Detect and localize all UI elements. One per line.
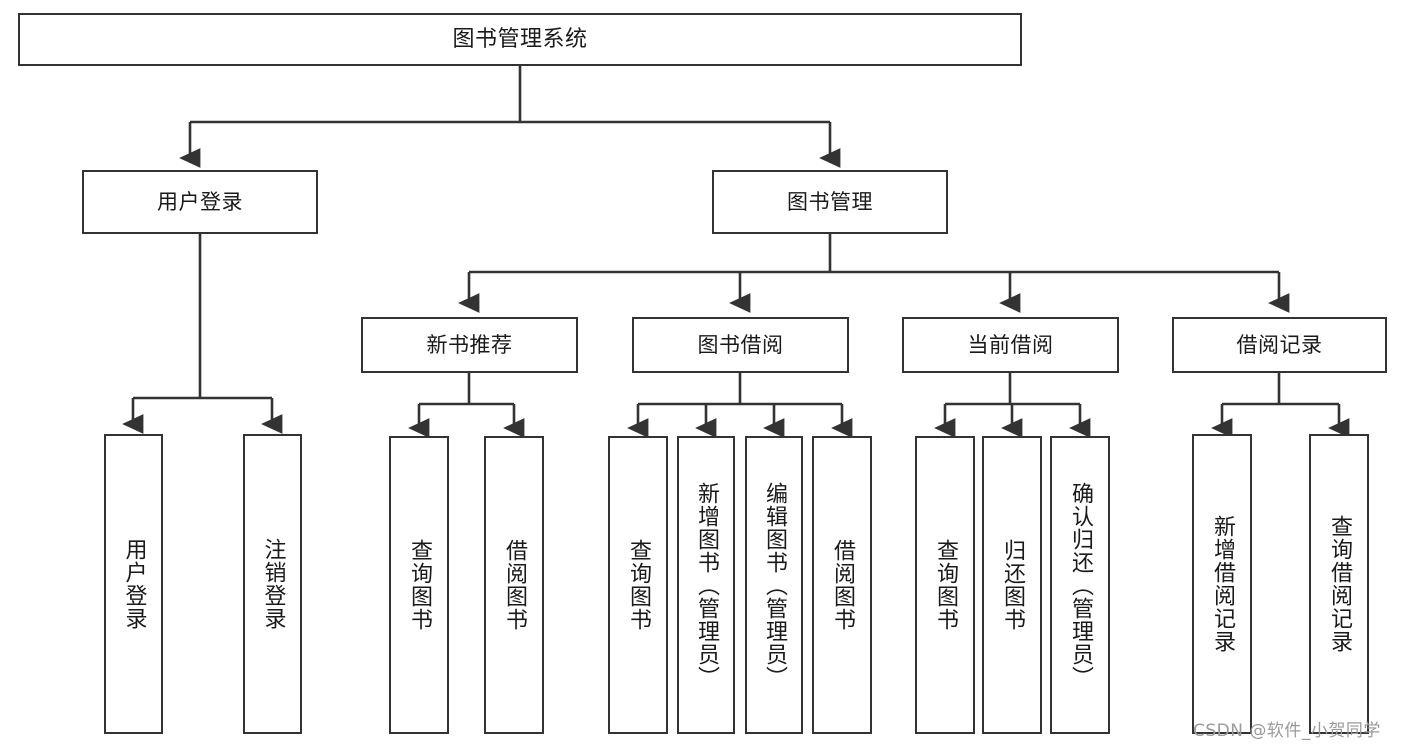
node-leaf-logout[interactable]: 注销登录 — [243, 434, 302, 734]
node-leaf-query-book-3-label: 查询图书 — [932, 539, 958, 631]
csdn-watermark: CSDN @软件_小贺同学 — [1193, 721, 1381, 741]
node-leaf-user-login-label: 用户登录 — [121, 538, 147, 630]
node-leaf-borrow-book-1[interactable]: 借阅图书 — [484, 436, 544, 734]
node-leaf-user-login[interactable]: 用户登录 — [104, 434, 163, 734]
node-book-manage-label: 图书管理 — [787, 189, 873, 214]
node-leaf-borrow-book-1-label: 借阅图书 — [501, 539, 527, 631]
node-leaf-query-book-1-label: 查询图书 — [406, 539, 432, 631]
node-user-login[interactable]: 用户登录 — [82, 170, 318, 234]
node-leaf-query-book-2-label: 查询图书 — [625, 539, 651, 631]
node-leaf-edit-book[interactable]: 编辑图书（管理员） — [745, 436, 803, 734]
node-borrow-record-label: 借阅记录 — [1236, 332, 1323, 357]
node-leaf-add-book[interactable]: 新增图书（管理员） — [677, 436, 735, 734]
node-current-borrow-label: 当前借阅 — [967, 332, 1054, 357]
node-leaf-return-book-label: 归还图书 — [999, 539, 1025, 631]
node-leaf-confirm-return[interactable]: 确认归还（管理员） — [1050, 436, 1110, 734]
node-current-borrow[interactable]: 当前借阅 — [902, 317, 1119, 373]
node-leaf-query-record-label: 查询借阅记录 — [1326, 515, 1352, 653]
node-leaf-query-book-1[interactable]: 查询图书 — [389, 436, 449, 734]
node-leaf-add-book-label: 新增图书（管理员） — [693, 481, 719, 689]
node-leaf-borrow-book-2-label: 借阅图书 — [829, 539, 855, 631]
node-leaf-borrow-book-2[interactable]: 借阅图书 — [812, 436, 872, 734]
node-leaf-query-book-2[interactable]: 查询图书 — [608, 436, 668, 734]
node-leaf-confirm-return-label: 确认归还（管理员） — [1067, 481, 1093, 689]
node-leaf-add-record[interactable]: 新增借阅记录 — [1192, 434, 1252, 734]
node-book-borrow-label: 图书借阅 — [697, 332, 784, 357]
node-new-book-recommend-label: 新书推荐 — [426, 332, 513, 357]
node-new-book-recommend[interactable]: 新书推荐 — [361, 317, 578, 373]
node-leaf-logout-label: 注销登录 — [260, 538, 286, 630]
node-root[interactable]: 图书管理系统 — [18, 13, 1022, 66]
node-root-label: 图书管理系统 — [452, 26, 588, 52]
node-leaf-query-record[interactable]: 查询借阅记录 — [1309, 434, 1369, 734]
node-book-borrow[interactable]: 图书借阅 — [632, 317, 849, 373]
node-leaf-add-record-label: 新增借阅记录 — [1209, 515, 1235, 653]
node-user-login-label: 用户登录 — [157, 189, 243, 214]
node-leaf-return-book[interactable]: 归还图书 — [982, 436, 1042, 734]
node-leaf-edit-book-label: 编辑图书（管理员） — [761, 481, 787, 689]
node-borrow-record[interactable]: 借阅记录 — [1172, 317, 1387, 373]
node-leaf-query-book-3[interactable]: 查询图书 — [915, 436, 975, 734]
node-book-manage[interactable]: 图书管理 — [712, 170, 948, 234]
